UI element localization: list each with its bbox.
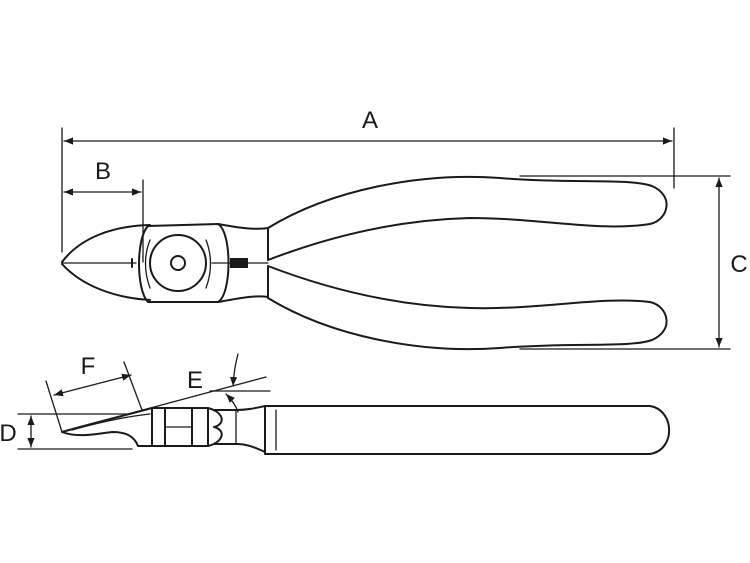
handle-lower [267,265,668,351]
dimension-f-label: F [81,353,96,380]
pivot-ring [149,234,207,292]
side-jaw [61,407,153,447]
handle-upper [267,175,668,261]
side-joint-notch [207,407,223,447]
pliers-top-view [61,175,668,351]
dimension-f: F [45,353,143,433]
dimension-f-arrow [53,373,132,397]
dimension-b: B [63,158,144,263]
side-handle [264,405,671,455]
dimension-a-label: A [362,107,378,134]
dimension-e-arrow-bottom [225,393,239,413]
dimension-e: E [127,353,271,415]
joint-inner-left [144,239,151,289]
pivot-rivet [170,255,186,271]
dimension-a: A [61,107,675,253]
dimension-e-label: E [187,367,203,394]
side-joint [151,407,209,447]
pliers-side-view [61,405,671,455]
dimension-c-label: C [730,251,747,278]
dimension-c: C [519,175,748,350]
joint-inner-right [205,239,212,289]
dimension-e-arrow-top [229,353,239,387]
side-neck [213,405,266,453]
neck-upper [217,223,269,230]
side-jaw-inner [71,413,151,431]
dimension-d: D [0,413,133,450]
dimension-d-label: D [0,420,17,447]
cutter-jaw-upper [61,224,151,263]
cutter-jaw-lower [61,263,151,301]
dimension-b-label: B [95,158,111,185]
neck-lower [217,295,269,303]
